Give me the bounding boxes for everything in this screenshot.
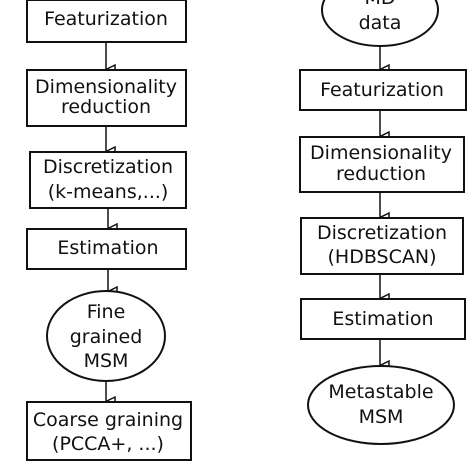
right-featurization-label: Featurization bbox=[320, 79, 444, 101]
right-dimensionality-label-line2: reduction bbox=[336, 163, 426, 185]
left-coarse-graining-node: Coarse graining (PCCA+, ...) bbox=[26, 401, 192, 461]
left-dimensionality-label-line1: Dimensionality bbox=[35, 76, 177, 98]
right-featurization-node: Featurization bbox=[299, 69, 467, 111]
left-featurization-label: Featurization bbox=[44, 8, 168, 30]
right-dimensionality-reduction-node: Dimensionality reduction bbox=[299, 136, 465, 193]
right-md-data-label-line2: data bbox=[359, 12, 402, 34]
left-coarse-graining-label-line1: Coarse graining bbox=[33, 409, 183, 431]
left-fine-grained-label-line2: grained bbox=[70, 326, 143, 348]
right-metastable-label-line1: Metastable bbox=[328, 381, 433, 403]
left-dimensionality-label-line2: reduction bbox=[61, 96, 151, 118]
right-discretization-label-line2: (HDBSCAN) bbox=[328, 246, 437, 268]
right-md-data-node: MD data bbox=[321, 0, 439, 47]
right-estimation-node: Estimation bbox=[300, 298, 466, 340]
right-md-data-label-line1: MD bbox=[364, 0, 395, 9]
right-estimation-label: Estimation bbox=[332, 308, 433, 330]
right-dimensionality-label-line1: Dimensionality bbox=[310, 142, 452, 164]
right-metastable-label-line2: MSM bbox=[359, 406, 404, 428]
right-discretization-label-line1: Discretization bbox=[317, 222, 447, 244]
left-discretization-label-line1: Discretization bbox=[43, 156, 173, 178]
left-discretization-node: Discretization (k-means,...) bbox=[29, 151, 187, 209]
right-discretization-node: Discretization (HDBSCAN) bbox=[300, 217, 464, 275]
left-fine-grained-msm-node: Fine grained MSM bbox=[46, 290, 166, 382]
right-metastable-msm-node: Metastable MSM bbox=[307, 365, 455, 445]
left-estimation-node: Estimation bbox=[26, 228, 187, 270]
left-featurization-node: Featurization bbox=[26, 0, 187, 43]
left-dimensionality-reduction-node: Dimensionality reduction bbox=[26, 69, 187, 127]
left-estimation-label: Estimation bbox=[57, 237, 158, 259]
left-discretization-label-line2: (k-means,...) bbox=[48, 181, 169, 203]
left-coarse-graining-label-line2: (PCCA+, ...) bbox=[52, 433, 164, 455]
left-fine-grained-label-line1: Fine bbox=[87, 301, 126, 323]
left-fine-grained-label-line3: MSM bbox=[84, 350, 129, 372]
